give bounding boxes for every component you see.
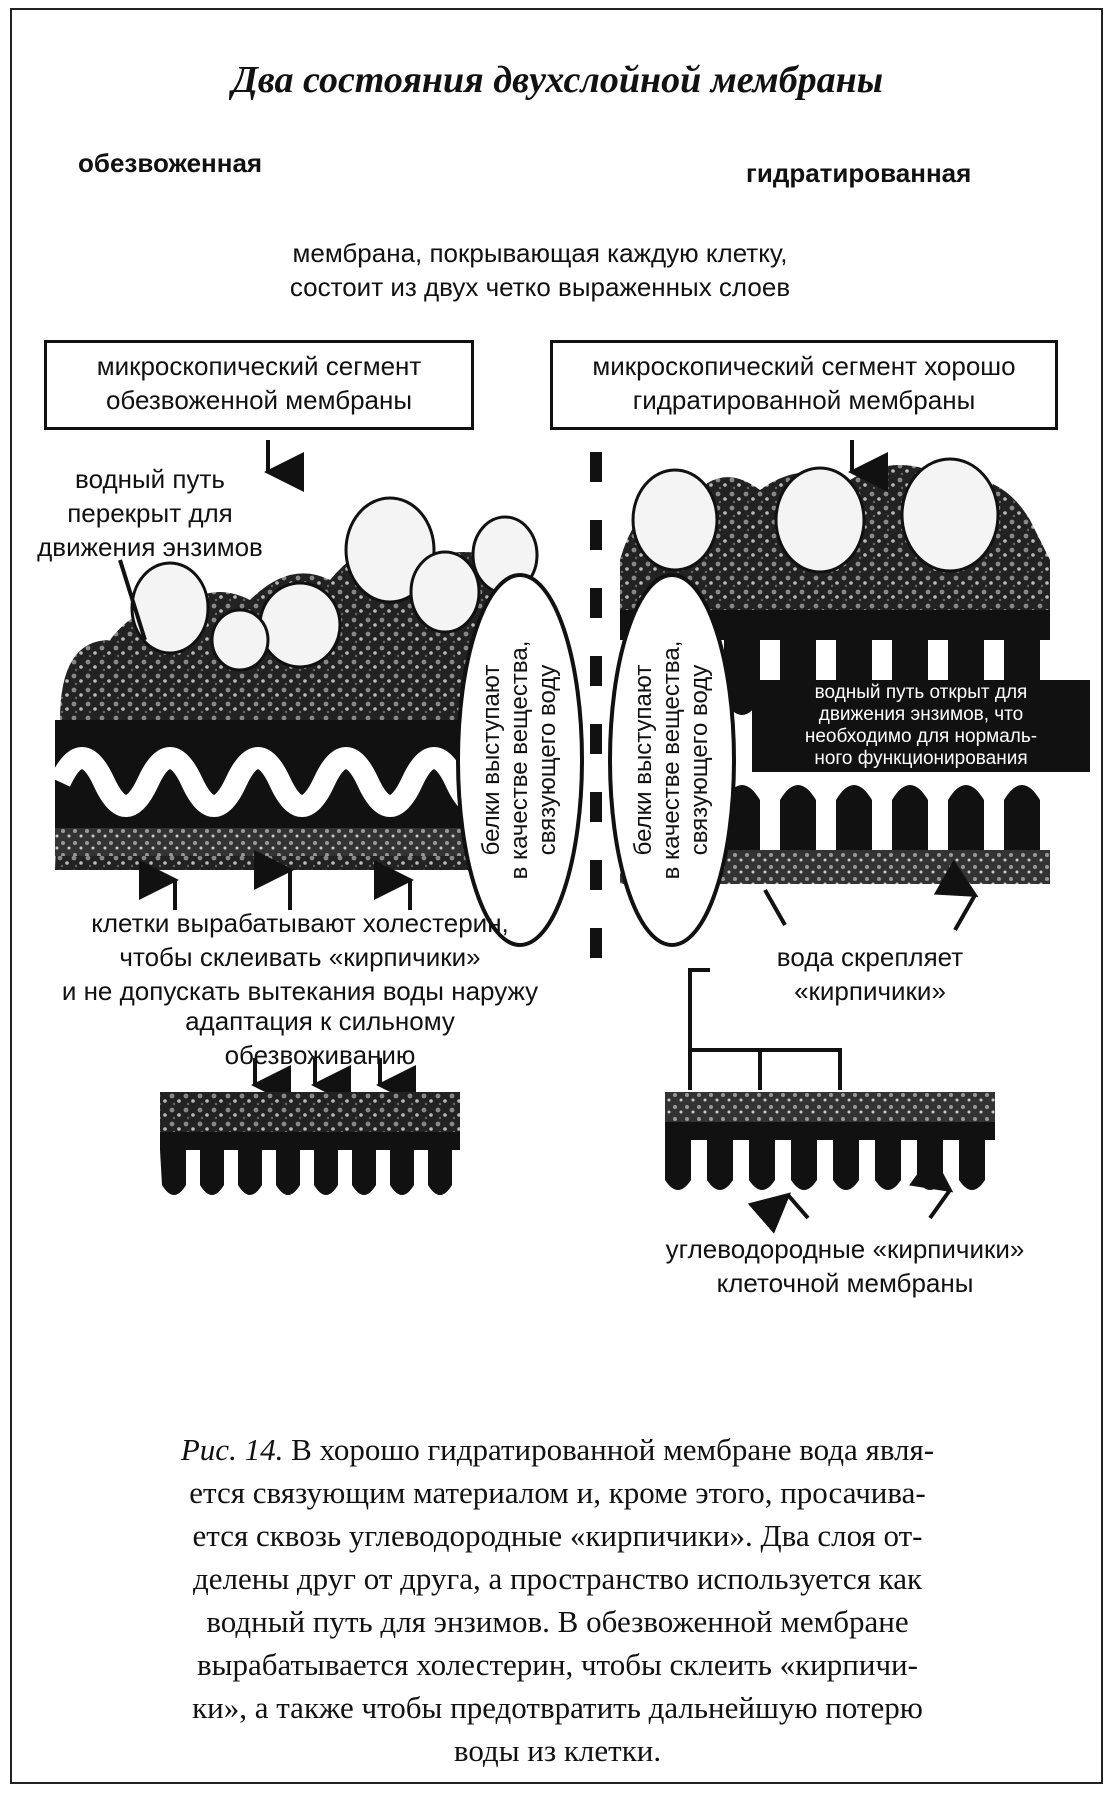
protein-right-line-2: в качестве вещества, [658,641,686,880]
caption-line-1: Рис. 14. В хорошо гидратированной мембра… [70,1428,1045,1471]
adapted-membrane-small [160,1092,460,1195]
adaptation-line-1: адаптация к сильному [160,1004,480,1038]
bricks-line-1: углеводородные «кирпичики» [630,1232,1060,1266]
water-closed-label: водный путь перекрыт для движения энзимо… [20,462,280,564]
pointer-water-binds-left [765,890,785,925]
water-open-label: водный путь открыт для движения энзимов,… [752,680,1090,772]
protein-oval-left-text: белки выступают в качестве вещества, свя… [478,641,562,880]
water-open-line-1: водный путь открыт для [756,682,1086,704]
arrow-brick-left [788,1195,808,1218]
water-closed-line-2: перекрыт для [20,496,280,530]
cholesterol-label: клетки вырабатывают холестерин, чтобы ск… [30,906,570,1008]
protein-right-line-3: связующего воду [686,641,714,880]
bricks-line-2: клеточной мембраны [630,1266,1060,1300]
water-binds-line-2: «кирпичики» [740,974,1000,1008]
water-binds-line-1: вода скрепляет [740,940,1000,974]
caption-text-1: В хорошо гидратированной мембране вода я… [291,1432,934,1467]
caption-line-6: вырабатывается холестерин, чтобы склеить… [70,1643,1045,1686]
protein-left-line-2: в качестве вещества, [506,641,534,880]
water-open-line-2: движения энзимов, что [756,704,1086,726]
caption-line-3: ется сквозь углеводородные «кирпичики». … [70,1514,1045,1557]
cholesterol-line-2: чтобы склеивать «кирпичики» [30,940,570,974]
caption-line-5: водный путь для энзимов. В обезвоженной … [70,1600,1045,1643]
figure-caption: Рис. 14. В хорошо гидратированной мембра… [70,1428,1045,1772]
adaptation-line-2: обезвоживанию [160,1038,480,1072]
bricks-membrane-small [665,1092,995,1190]
caption-line-2: ется связующим материалом и, кроме этого… [70,1471,1045,1514]
cholesterol-line-1: клетки вырабатывают холестерин, [30,906,570,940]
adaptation-label: адаптация к сильному обезвоживанию [160,1004,480,1072]
bricks-label: углеводородные «кирпичики» клеточной мем… [630,1232,1060,1300]
water-open-line-4: ного функционирования [756,748,1086,770]
caption-line-4: делены друг от друга, а пространство исп… [70,1557,1045,1600]
pointer-water-binds-right [955,895,975,930]
water-open-line-3: необходимо для нормаль- [756,726,1086,748]
arrow-brick-right [930,1190,950,1218]
water-closed-line-1: водный путь [20,462,280,496]
protein-left-line-1: белки выступают [478,641,506,880]
center-divider [590,452,602,958]
water-closed-line-3: движения энзимов [20,530,280,564]
caption-line-8: воды из клетки. [70,1729,1045,1772]
caption-line-7: ки», а также чтобы предотвратить дальней… [70,1686,1045,1729]
caption-figure-number: Рис. 14. [181,1432,283,1467]
protein-right-line-1: белки выступают [630,641,658,880]
water-binds-label: вода скрепляет «кирпичики» [740,940,1000,1008]
cholesterol-line-3: и не допускать вытекания воды наружу [30,974,570,1008]
protein-left-line-3: связующего воду [534,641,562,880]
protein-oval-right-text: белки выступают в качестве вещества, свя… [630,641,714,880]
